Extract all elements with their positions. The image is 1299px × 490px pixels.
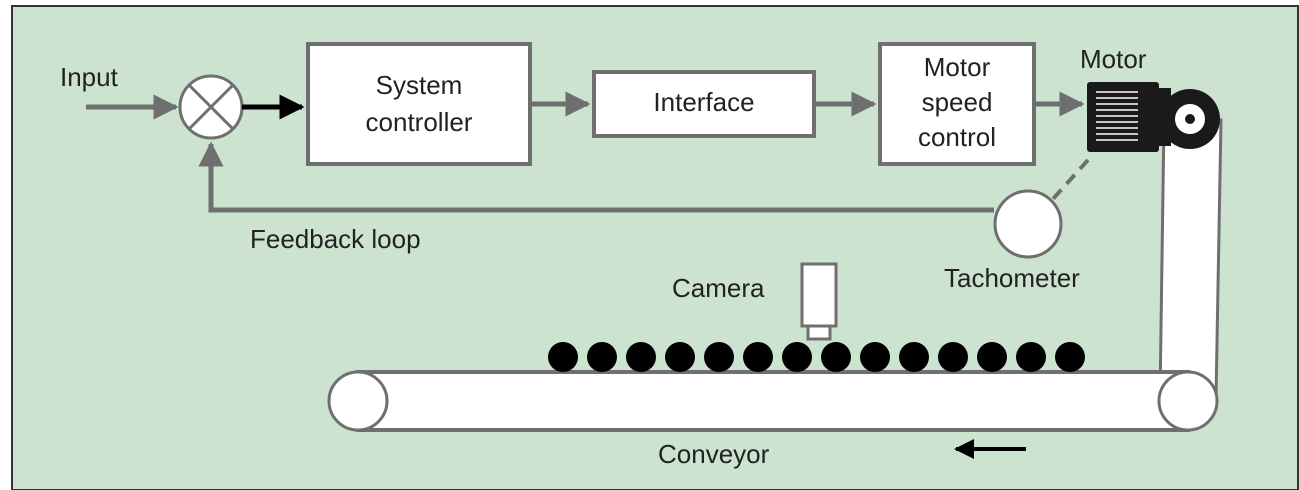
conveyor-item bbox=[938, 342, 968, 372]
motor-label: Motor bbox=[1080, 44, 1147, 74]
feedback-loop-path bbox=[198, 141, 994, 213]
conveyor-item bbox=[977, 342, 1007, 372]
feedback-loop-label: Feedback loop bbox=[250, 224, 421, 254]
interface-label: Interface bbox=[653, 87, 754, 117]
drive-belt bbox=[1158, 118, 1223, 400]
conveyor-right-roller bbox=[1157, 370, 1219, 432]
motor-speed-control-box: Motor speed control bbox=[878, 42, 1036, 166]
motor-speed-label-line3: control bbox=[918, 122, 996, 152]
conveyor-item bbox=[665, 342, 695, 372]
conveyor-item bbox=[587, 342, 617, 372]
conveyor-item bbox=[1055, 342, 1085, 372]
conveyor-item bbox=[860, 342, 890, 372]
interface-box: Interface bbox=[592, 70, 816, 138]
input-label: Input bbox=[60, 62, 119, 92]
motor-tachometer-link bbox=[1050, 158, 1090, 202]
conveyor-item bbox=[782, 342, 812, 372]
conveyor-item bbox=[626, 342, 656, 372]
conveyor-item bbox=[704, 342, 734, 372]
motor-speed-label-line1: Motor bbox=[924, 52, 991, 82]
system-controller-box: System controller bbox=[306, 42, 532, 166]
conveyor-item bbox=[743, 342, 773, 372]
conveyor-label: Conveyor bbox=[658, 439, 770, 469]
conveyor-item bbox=[821, 342, 851, 372]
conveyor bbox=[327, 370, 1219, 432]
camera-icon bbox=[800, 262, 838, 341]
summing-junction-icon bbox=[178, 74, 244, 140]
system-controller-label-line2: controller bbox=[366, 107, 473, 137]
motor-speed-label-line2: speed bbox=[922, 87, 993, 117]
tachometer-icon bbox=[993, 189, 1063, 259]
conveyor-item bbox=[548, 342, 578, 372]
camera-label: Camera bbox=[672, 273, 765, 303]
system-controller-label-line1: System bbox=[376, 70, 463, 100]
tachometer-label: Tachometer bbox=[944, 263, 1080, 293]
motor-icon bbox=[1087, 82, 1220, 152]
conveyor-item bbox=[899, 342, 929, 372]
conveyor-left-roller bbox=[327, 370, 389, 432]
conveyor-items bbox=[548, 342, 1085, 372]
conveyor-item bbox=[1016, 342, 1046, 372]
